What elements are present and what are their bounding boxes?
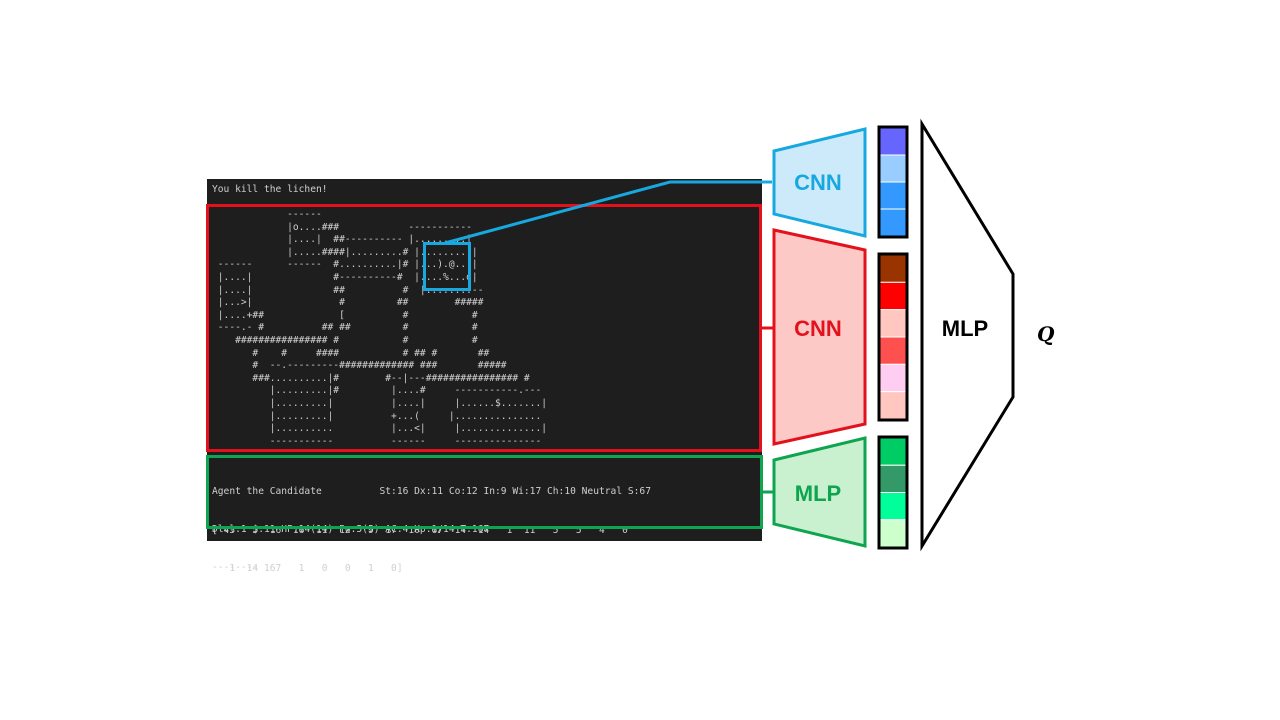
map-row: |.........| |....| |......$.......| [212,397,548,409]
map-row: ----------- ------ --------------- [212,435,542,447]
map-row: |....| #----------# |....%...d| [212,271,478,283]
mlp-bottom-label: MLP [794,481,842,506]
map-row: # --.---------############# ### ##### [212,360,507,372]
status-line-1: Agent the Candidate St:16 Dx:11 Co:12 In… [212,486,651,498]
blstats-vector: [ 45 5 16 16 11 12 9 17 10 67 14 14 1 11… [212,500,628,601]
map-region-box [206,204,762,452]
map-row: ###..........|# #--|---################ … [212,372,530,384]
map-row: ----.- # ## ## # # [212,322,478,334]
embedding-green-frame [877,435,909,550]
map-row: ------ ------ #..........|# |...).@...| [212,259,478,271]
map-row: |...>| # ## ##### [212,297,484,309]
embedding-green [879,437,907,548]
map-row: |....+## [ # # [212,309,478,321]
mlp-head-label: MLP [941,316,989,341]
mlp-bottom-block [772,436,867,548]
message-line: You kill the lichen! [212,184,328,195]
map-row: |o....### ----------- [212,221,472,233]
embedding-green-cell [879,437,907,466]
map-row: |.......... |...<| |..............| [212,423,548,435]
map-row: |....| ##---------- |.........| [212,234,472,246]
embedding-red-frame [877,252,909,422]
embedding-red-cell [879,281,907,311]
map-row: |.........|# |....# -----------.--- [212,385,542,397]
cnn-mid-label: CNN [794,316,842,341]
embedding-red-cell [879,336,907,365]
embedding-red-cell [879,254,907,283]
embedding-red-cell [879,391,907,420]
status-line-2: Dlvl:1 $:11 HP:14(14) Pw:5(5) AC:4 Xp:1/… [212,523,490,535]
bottom-status: Agent the Candidate St:16 Dx:11 Co:12 In… [212,461,651,600]
embedding-blue-cell [879,154,907,183]
embedding-green-cell [879,519,907,548]
cnn-top-label: CNN [794,170,842,195]
embedding-red-cell [879,309,907,338]
q-output-label: Q [1037,322,1055,346]
embedding-blue-cell [879,208,907,237]
stats-region-box [206,455,763,529]
embedding-green-cell [879,492,907,521]
map-row: |.........| +...( |............... [212,410,542,422]
crop-connector-line [444,180,772,245]
nethack-terminal: You kill the lichen! ------ |o....### --… [207,179,762,574]
embedding-blue-cell [879,181,907,210]
map-row: ------ [212,209,322,220]
embedding-blue [879,127,907,237]
status-line-3: -------- [212,561,259,573]
blstats-line-2: 1 14 167 1 0 0 1 0] [212,562,403,574]
embedding-green-cell [879,464,907,493]
dungeon-map: ------ |o....### ----------- |....| ##--… [212,209,547,448]
cnn-mid-block [772,228,867,446]
cnn-top-block [772,127,867,238]
map-row: ################ # # # [212,334,478,346]
map-row: |.....####|.........# |.........| [212,246,478,258]
map-row: # # #### # ## # ## [212,347,490,359]
embedding-red-cell [879,363,907,393]
embedding-blue-frame [877,125,909,239]
mlp-head-block [920,118,1015,552]
embedding-blue-cell [879,127,907,156]
blstats-line-1: [ 45 5 16 16 11 12 9 17 10 67 14 14 1 11… [212,525,628,537]
embedding-red [879,254,907,420]
